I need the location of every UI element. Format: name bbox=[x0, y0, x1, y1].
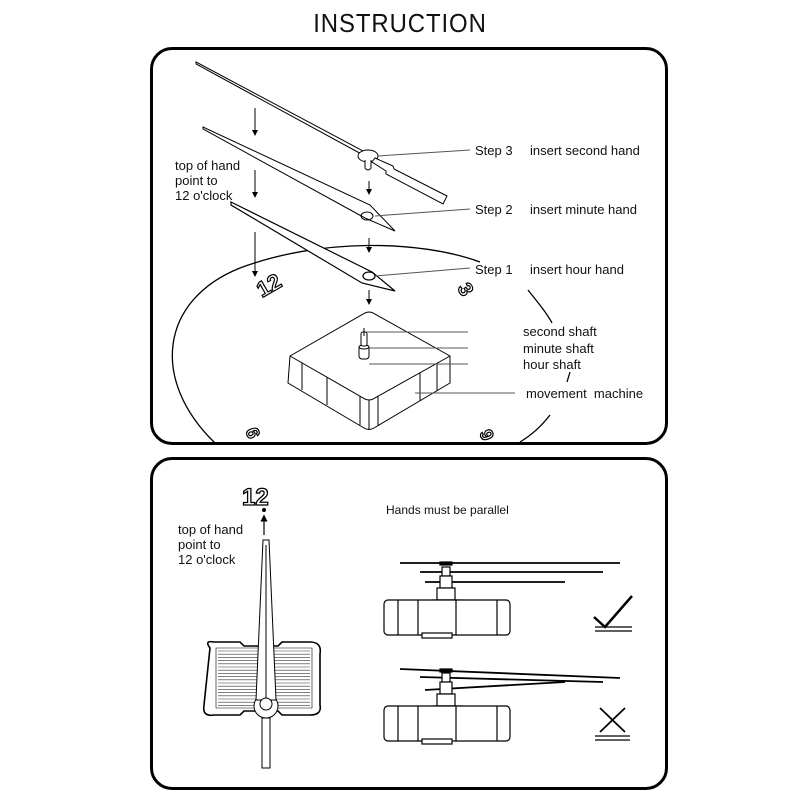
page-title: INSTRUCTION bbox=[313, 8, 487, 38]
step-action: insert minute hand bbox=[530, 202, 637, 217]
incorrect-assembly-diagram bbox=[383, 668, 621, 745]
hint-line: top of hand bbox=[175, 158, 241, 173]
step-number: Step 3 bbox=[475, 143, 513, 158]
dial-number-3: 3 bbox=[453, 279, 478, 300]
hint-line: 12 o'clock bbox=[175, 188, 233, 203]
dial-number-12-bottom: 12 bbox=[242, 484, 269, 511]
parallel-instruction: Hands must be parallel bbox=[386, 503, 509, 517]
hand-alignment-hint-bottom: top of hand point to 12 o'clock bbox=[178, 522, 243, 567]
clock-face-arc bbox=[171, 244, 481, 444]
x-mark-icon bbox=[595, 707, 630, 741]
second-shaft-label: second shaft bbox=[523, 324, 597, 339]
step-2-label: Step 2 insert minute hand bbox=[475, 202, 637, 217]
leader-lines-top bbox=[366, 149, 515, 394]
clock-face-arc-right-lower bbox=[519, 414, 551, 443]
hour-shaft-label: hour shaft bbox=[523, 357, 581, 372]
check-mark-icon bbox=[593, 595, 633, 632]
step-number: Step 1 bbox=[475, 262, 513, 277]
twelve-dot bbox=[262, 508, 266, 512]
hint-line: point to bbox=[178, 537, 221, 552]
dial-number-12: 12 bbox=[252, 268, 286, 302]
hint-line: top of hand bbox=[178, 522, 244, 537]
movement-machine-label: movement machine bbox=[526, 386, 644, 401]
step-action: insert second hand bbox=[530, 143, 640, 158]
movement-machine bbox=[287, 311, 451, 430]
minute-hand bbox=[202, 126, 396, 232]
clock-face-arc-right-upper bbox=[527, 289, 553, 324]
clock-face-arc-right-mid bbox=[566, 371, 571, 383]
second-hand bbox=[195, 61, 448, 205]
step-3-label: Step 3 insert second hand bbox=[475, 143, 640, 158]
hand-front-view bbox=[253, 539, 279, 769]
dial-number-6: 6 bbox=[476, 427, 498, 443]
hint-line: 12 o'clock bbox=[178, 552, 236, 567]
hand-alignment-hint-top: top of hand point to 12 o'clock bbox=[175, 158, 240, 203]
step-action: insert hour hand bbox=[530, 262, 624, 277]
step-number: Step 2 bbox=[475, 202, 513, 217]
dial-number-9: 9 bbox=[242, 425, 264, 441]
correct-assembly-diagram bbox=[383, 561, 620, 639]
hint-line: point to bbox=[175, 173, 218, 188]
down-arrows bbox=[252, 108, 372, 305]
movement-front-view bbox=[202, 640, 322, 717]
step-1-label: Step 1 insert hour hand bbox=[475, 262, 624, 277]
minute-shaft-label: minute shaft bbox=[523, 341, 594, 356]
